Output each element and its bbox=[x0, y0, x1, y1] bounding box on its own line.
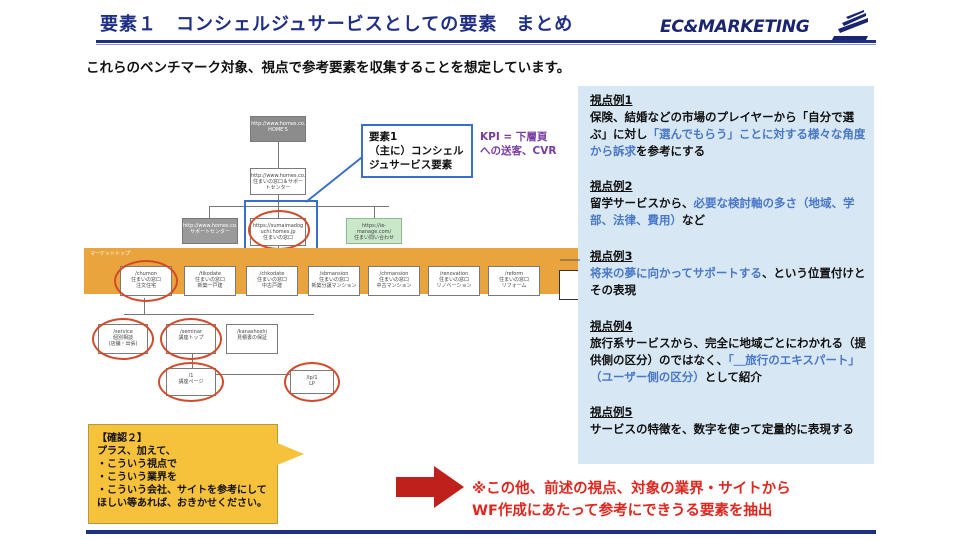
confirm-line: ほしい等あれば、おきかせください。 bbox=[97, 498, 267, 509]
sitemap-node-top: http://www.homes.co.jp/ HOME'S bbox=[250, 116, 306, 142]
viewpoint-heading: 視点例1 bbox=[590, 93, 633, 107]
sitemap-node-green: https://ie-manage.com/ 住まい問い合わせ bbox=[346, 218, 402, 244]
band-label: マーケットトップ bbox=[90, 251, 131, 257]
highlight-ellipse bbox=[114, 260, 178, 302]
sitemap-node-band: /reform 住まいの窓口 リフォーム bbox=[488, 266, 540, 296]
sitemap-node-lower: /kanashoshi 見積書の保証 bbox=[226, 324, 278, 354]
confirm-pointer bbox=[270, 440, 304, 468]
viewpoint-accent-text: 必要な検討軸の多さ（地域、学部、法律、費用） bbox=[590, 196, 855, 227]
title-rule bbox=[96, 40, 876, 43]
connector bbox=[374, 206, 375, 218]
highlight-ellipse bbox=[284, 362, 340, 402]
panel-connector bbox=[560, 259, 580, 261]
viewpoint-heading: 視点例4 bbox=[590, 319, 633, 333]
kpi-line-2: への送客、CVR bbox=[480, 145, 557, 157]
confirm-line: プラス、加えて、 bbox=[97, 446, 176, 457]
callout-connector bbox=[305, 153, 367, 203]
viewpoint-text: 旅行系サービスから、完全に地域ごとにわかれる（提供側の区分）のではなく、 bbox=[590, 336, 866, 367]
sitemap-node-second: http://www.homes.co.jp/ 住まいの窓口＆サポートセンター bbox=[250, 168, 306, 195]
subtitle: これらのベンチマーク対象、視点で参考要素を収集することを想定しています。 bbox=[86, 60, 571, 76]
highlight-ellipse bbox=[158, 362, 224, 402]
viewpoint-3: 視点例3 将来の夢に向かってサポートする、という位置付けとその表現 bbox=[590, 248, 866, 299]
viewpoint-text: 留学サービスから、 bbox=[590, 196, 694, 210]
viewpoint-body: サービスの特徴を、数字を使って定量的に表現する bbox=[590, 421, 866, 438]
sitemap-diagram: http://www.homes.co.jp/ HOME'S http://ww… bbox=[84, 86, 584, 416]
viewpoint-text: として紹介 bbox=[704, 370, 762, 384]
viewpoint-body: 保険、結婚などの市場のプレイヤーから「自分で選ぶ」に対し「選んでもらう」ことに対… bbox=[590, 109, 866, 160]
viewpoint-accent-text: 将来の夢に向かってサポートする bbox=[590, 266, 762, 280]
viewpoint-heading: 視点例2 bbox=[590, 179, 633, 193]
note-line-2: WF作成にあたって参考にできうる要素を抽出 bbox=[472, 503, 773, 519]
connector bbox=[209, 206, 389, 207]
connector bbox=[209, 206, 210, 218]
highlight-ellipse bbox=[92, 318, 154, 360]
connector bbox=[192, 374, 312, 375]
sitemap-node-band: /sbmansion 住まいの窓口 新築分譲マンション bbox=[308, 266, 360, 296]
bottom-rule bbox=[86, 530, 876, 534]
viewpoint-4: 視点例4 旅行系サービスから、完全に地域ごとにわかれる（提供側の区分）のではなく… bbox=[590, 318, 866, 386]
viewpoint-text: を参考にする bbox=[636, 144, 706, 158]
viewpoint-heading: 視点例3 bbox=[590, 249, 633, 263]
sitemap-node-band: /chkodate 住まいの窓口 中古戸建 bbox=[246, 266, 298, 296]
logo-mark-icon bbox=[832, 10, 868, 40]
confirm-line: ・こういう会社、サイトを参考にして bbox=[97, 485, 267, 496]
kpi-line-1: KPI = 下層頁 bbox=[480, 131, 548, 143]
confirm-line: ・こういう視点で bbox=[97, 459, 177, 470]
sitemap-node-support: http://www.homes.co.jp/ サポートセンター bbox=[182, 218, 238, 244]
viewpoint-2: 視点例2 留学サービスから、必要な検討軸の多さ（地域、学部、法律、費用）など bbox=[590, 178, 866, 229]
logo-text: EC&MARKETING bbox=[660, 17, 810, 37]
note-line-1: ※この他、前述の視点、対象の業界・サイトから bbox=[472, 481, 791, 497]
confirm-note: 【確認２】 プラス、加えて、 ・こういう視点で ・こういう業界を ・こういう会社… bbox=[88, 424, 278, 524]
right-arrow-icon bbox=[396, 466, 464, 508]
viewpoint-text: サービスの特徴を、数字を使って定量的に表現する bbox=[590, 422, 854, 436]
viewpoint-accent-text: 「選んでもらう」ことに対する様々な角度から訴求 bbox=[590, 127, 866, 158]
page-title: 要素１ コンシェルジュサービスとしての要素 まとめ bbox=[100, 14, 574, 35]
sitemap-node-band: /tikodate 住まいの窓口 新築一戸建 bbox=[184, 266, 236, 296]
highlight-ellipse bbox=[248, 210, 310, 250]
kpi-note: KPI = 下層頁 への送客、CVR bbox=[480, 130, 556, 158]
highlight-ellipse bbox=[160, 318, 222, 360]
viewpoint-body: 旅行系サービスから、完全に地域ごとにわかれる（提供側の区分）のではなく、「＿旅行… bbox=[590, 335, 866, 386]
callout-body: （主に）コンシェルジュサービス要素 bbox=[369, 145, 464, 171]
viewpoint-body: 留学サービスから、必要な検討軸の多さ（地域、学部、法律、費用）など bbox=[590, 195, 866, 229]
connector bbox=[124, 314, 314, 315]
viewpoint-text: など bbox=[682, 213, 705, 227]
sitemap-node-band: /renovation 住まいの窓口 リノベーション bbox=[428, 266, 480, 296]
confirm-line: ・こういう業界を bbox=[97, 472, 177, 483]
viewpoint-text: 保険、結婚などの市場のプレイヤーから「自分で選ぶ」に対し bbox=[590, 110, 855, 141]
element-callout: 要素1 （主に）コンシェルジュサービス要素 bbox=[361, 124, 473, 178]
viewpoint-heading: 視点例5 bbox=[590, 405, 633, 419]
callout-title: 要素1 bbox=[369, 131, 398, 143]
connector bbox=[144, 298, 145, 314]
viewpoint-text: 、という位置付けとその表現 bbox=[590, 266, 866, 297]
extraction-note: ※この他、前述の視点、対象の業界・サイトから WF作成にあたって参考にできうる要… bbox=[472, 478, 791, 522]
confirm-title: 【確認２】 bbox=[97, 433, 147, 444]
viewpoint-accent-text: 「＿旅行のエキスパート」（ユーザー側の区分） bbox=[590, 353, 860, 384]
sitemap-node-band: /chmansion 住まいの窓口 中古マンション bbox=[368, 266, 420, 296]
connector bbox=[278, 140, 279, 168]
viewpoints-panel: 視点例1 保険、結婚などの市場のプレイヤーから「自分で選ぶ」に対し「選んでもらう… bbox=[578, 86, 874, 464]
title-rule-thin bbox=[96, 44, 876, 45]
viewpoint-1: 視点例1 保険、結婚などの市場のプレイヤーから「自分で選ぶ」に対し「選んでもらう… bbox=[590, 92, 866, 160]
viewpoint-body: 将来の夢に向かってサポートする、という位置付けとその表現 bbox=[590, 265, 866, 299]
viewpoint-5: 視点例5 サービスの特徴を、数字を使って定量的に表現する bbox=[590, 404, 866, 438]
company-logo: EC&MARKETING bbox=[660, 10, 875, 40]
